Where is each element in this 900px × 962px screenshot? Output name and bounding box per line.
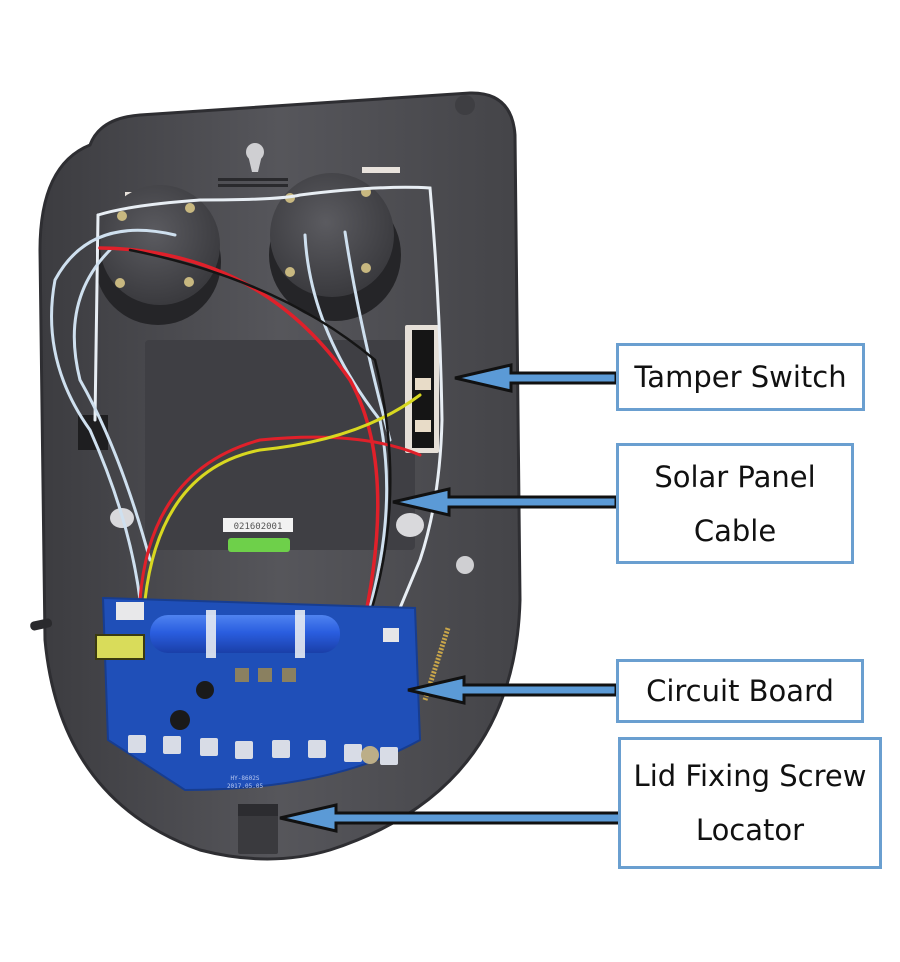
battery: [150, 615, 340, 653]
tamper-switch: [405, 325, 439, 453]
speaker-right: [269, 173, 401, 321]
keyhole-mount: [246, 143, 264, 172]
svg-text:2017.05.05: 2017.05.05: [227, 783, 264, 790]
pcb-led: [380, 747, 398, 765]
svg-text:HY-8602S: HY-8602S: [231, 775, 260, 782]
lid-fixing-screw-locator: [238, 804, 278, 854]
callout-text: Cable: [693, 513, 777, 548]
pcb-led: [235, 741, 253, 759]
pcb-led: [163, 736, 181, 754]
spirit-level: 021602001: [223, 518, 293, 552]
callout-text: Lid Fixing Screw: [633, 759, 867, 793]
pcb-led: [344, 744, 362, 762]
pcb-led: [128, 735, 146, 753]
side-nozzle: [30, 618, 53, 631]
pcb-led: [272, 740, 290, 758]
callout-circuit-board: Circuit Board: [616, 659, 864, 723]
slot-mark: [362, 167, 400, 173]
led-row: [128, 735, 398, 765]
pcb-led: [308, 740, 326, 758]
callout-text: Circuit Board: [646, 674, 834, 708]
arrow-lid-fixing-screw-locator: [279, 803, 622, 833]
callout-lid-fixing-screw-locator: Lid Fixing Screw Locator: [618, 737, 882, 869]
pcb-led: [200, 738, 218, 756]
callout-tamper-switch: Tamper Switch: [616, 343, 865, 411]
inner-panel: [145, 340, 415, 550]
circuit-board-pcb: HY-8602S 2017.05.05: [95, 596, 422, 792]
transformer: [95, 634, 145, 660]
callout-solar-panel-cable: Solar Panel Cable: [616, 443, 854, 564]
svg-text:021602001: 021602001: [234, 522, 283, 532]
callout-text: Locator: [695, 813, 805, 847]
callout-text: Solar Panel: [654, 459, 816, 494]
callout-text: Tamper Switch: [634, 360, 847, 394]
